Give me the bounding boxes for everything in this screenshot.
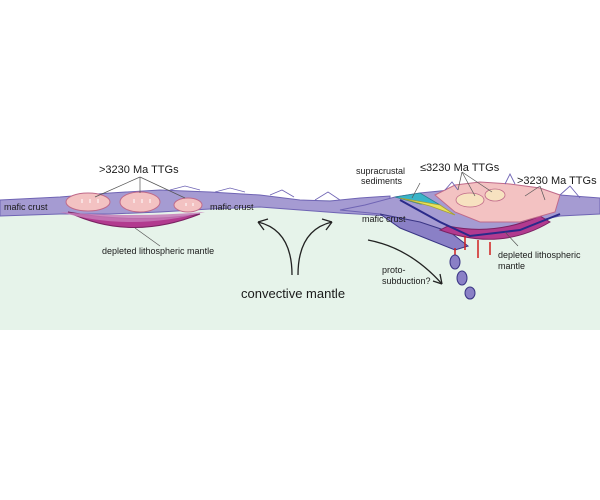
sinking-blobs bbox=[449, 254, 476, 300]
ttg-left-leaders bbox=[94, 176, 186, 199]
proto-subduction-arrow bbox=[367, 239, 443, 285]
right-label-leaders bbox=[411, 171, 546, 247]
convective-mantle-label: convective mantle bbox=[241, 286, 345, 301]
ttg-left-label: >3230 Ma TTGs bbox=[99, 164, 179, 176]
proto-subduction-arrow-head bbox=[432, 273, 443, 285]
convection-arrow-right-head bbox=[321, 218, 333, 231]
supracrustal-yellow-layer bbox=[399, 197, 456, 216]
mafic-crust-right-label: mafic crust bbox=[362, 214, 406, 224]
convection-arrow-left bbox=[257, 221, 293, 276]
depleted-right-label-2: mantle bbox=[498, 261, 525, 271]
ttg-center-label: ≤3230 Ma TTGs bbox=[420, 162, 500, 174]
depleted-right-label-1: depleted lithospheric bbox=[498, 250, 581, 260]
crust-surface-ridge bbox=[169, 185, 341, 201]
depleted-left-label: depleted lithospheric mantle bbox=[102, 246, 214, 256]
ttg-right-label: >3230 Ma TTGs bbox=[517, 175, 597, 187]
convection-arrow-left-head bbox=[257, 218, 269, 231]
right-crust-ridges bbox=[444, 172, 581, 199]
proto-label-2: subduction? bbox=[382, 276, 431, 286]
ttg-pluton-1 bbox=[65, 192, 111, 212]
ttg-pluton-3 bbox=[173, 197, 203, 213]
convection-arrow-right bbox=[297, 221, 333, 276]
mafic-crust-left-label: mafic crust bbox=[4, 202, 48, 212]
ttg-pluton-ticks bbox=[81, 199, 194, 206]
slab-boundary-line bbox=[399, 199, 561, 238]
subducting-slab bbox=[379, 213, 470, 251]
mafic-crust-mid-label: mafic crust bbox=[210, 202, 254, 212]
supracrustal-label-2: sediments bbox=[361, 176, 403, 186]
proto-label-1: proto- bbox=[382, 265, 406, 275]
ttg-right-inner-2 bbox=[484, 188, 506, 202]
depleted-left-leader bbox=[134, 227, 161, 247]
ttg-right-inner-1 bbox=[455, 192, 485, 208]
depleted-lithosphere-left-upper bbox=[60, 212, 205, 222]
supracrustal-label-1: supracrustal bbox=[356, 166, 405, 176]
ttg-pluton-2 bbox=[119, 191, 161, 213]
